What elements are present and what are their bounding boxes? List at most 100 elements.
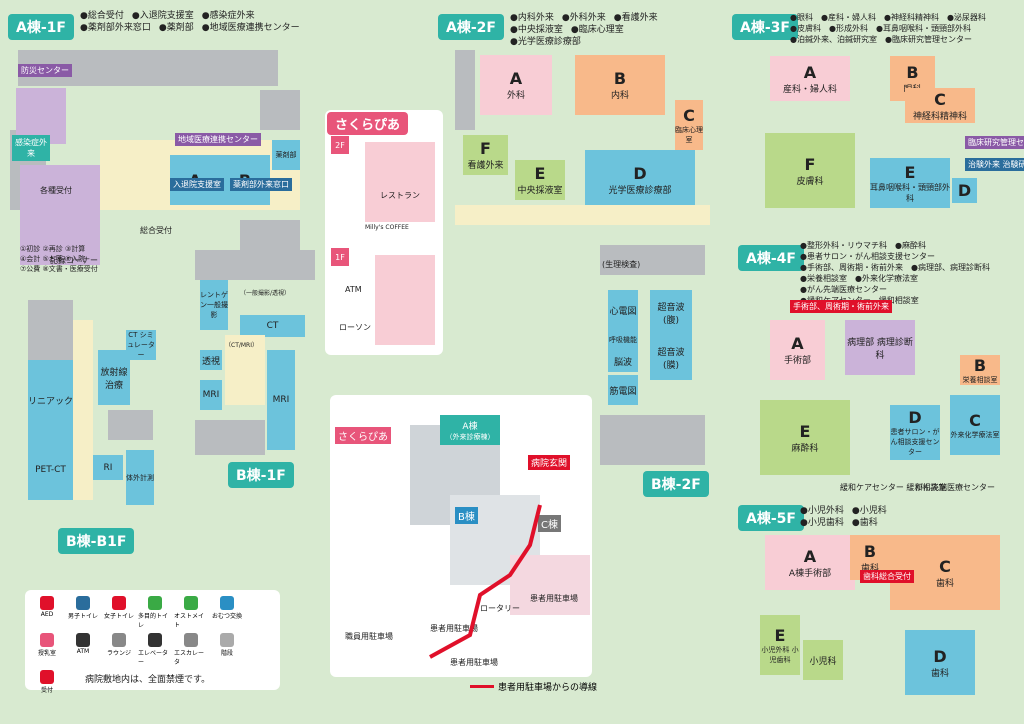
floor-tag-b1: B棟-1F <box>228 462 294 488</box>
room-kiroku: 記録コーナー <box>50 256 98 265</box>
dir-item: ●薬剤部 <box>158 23 194 33</box>
b1-ctmri-note: （CT/MRI） <box>225 342 258 349</box>
nosmoke-text: 病院敷地内は、全面禁煙です。 <box>85 675 211 685</box>
sakura-lawson: ローソン <box>339 323 371 332</box>
legend-stairs: 階段 <box>210 633 244 666</box>
sakura-rest: レストラン <box>380 191 420 200</box>
dir-item: ●内科外来 <box>510 13 554 23</box>
legend-elevator: エレベーター <box>138 633 172 666</box>
floor-tag-a4: A棟-4F <box>738 245 804 271</box>
room-echo1: 超音波(腹) <box>650 290 692 335</box>
room-a5-D: D <box>933 646 947 666</box>
room-a3-A: A <box>803 62 817 82</box>
room-ctsim: CT シミュレーター <box>126 330 156 360</box>
sakura-floor1: 1F <box>331 248 349 266</box>
room-a2-D-name: 光学医療診療部 <box>608 186 672 196</box>
dir-item: ●入退院支援室 <box>131 11 194 21</box>
a3-center: 臨床研究管理センター <box>965 136 1024 149</box>
room-sogo: 総合受付 <box>140 226 172 235</box>
room-a2-F-name: 看護外来 <box>467 161 504 171</box>
b2-floor-plan: (生理検査) 心電図 呼吸機能 脳波 筋電図 超音波(腹) 超音波(膜) <box>600 245 705 465</box>
ov-parking3: 患者用駐車場 <box>450 658 498 667</box>
floor-tag-bb1: B棟-B1F <box>58 528 135 554</box>
legend-diaper: おむつ交換 <box>210 596 244 629</box>
room-xray: レントゲン一般撮影 <box>200 280 228 330</box>
room-a5-B-name: 歯科 <box>860 563 879 574</box>
dir-item: ●中央採液室 <box>510 25 563 35</box>
b1-ippan-note: （一般撮影/透視） <box>240 290 291 297</box>
room-a5-A-name: A棟手術部 <box>788 568 832 579</box>
overview-map: A棟（外来診療棟） さくらぴあ B棟 C棟 病院玄関 患者用駐車場 ロータリー … <box>330 395 592 677</box>
a2-directory: ●内科外来●外科外来●看護外来 ●中央採液室●臨床心理室●光学医療診療部 <box>510 12 710 48</box>
room-a2-B-name: 内科 <box>610 91 629 101</box>
room-a3-C-name: 神経科精神科 <box>912 111 967 122</box>
floor-tag-a5: A棟-5F <box>738 505 804 531</box>
floor-tag-a2: A棟-2F <box>438 14 504 40</box>
a1-note-2: ④会計 ⑤お薬 ⑥入院 <box>20 255 86 263</box>
room-a2-A-name: 外科 <box>506 91 525 101</box>
b2-seiri: (生理検査) <box>602 260 641 269</box>
room-a3-F: F <box>804 154 816 174</box>
room-kansen: 感染症外来 <box>12 135 50 161</box>
legend-female: 女子トイレ <box>102 596 136 629</box>
room-a3-E-name: 耳鼻咽喉科・頭頸部外科 <box>870 182 950 203</box>
room-a3-E: E <box>904 162 916 182</box>
legend-grid: AED 男子トイレ 女子トイレ 多目的トイレ オストメイト おむつ交換 授乳室 … <box>25 590 280 700</box>
route-legend-line <box>470 685 494 688</box>
legend-escalator: エスカレータ <box>174 633 208 666</box>
dir-item: ●臨床心理室 <box>570 25 624 35</box>
room-nyutaiin: 入退院支援室 <box>170 178 224 191</box>
room-a2-A: A <box>509 69 523 88</box>
room-a2-E: E <box>534 164 546 183</box>
room-bosai: 防災センター <box>18 64 72 77</box>
room-linac: リニアック <box>28 360 73 440</box>
room-a5-D-name: 歯科 <box>930 668 949 679</box>
room-a4-E: E <box>799 421 811 441</box>
sakura-atm: ATM <box>345 285 362 294</box>
ov-sakura: さくらぴあ <box>335 427 391 444</box>
sakura-floor2: 2F <box>331 136 349 154</box>
a4-gan: がん先端医療センター <box>915 483 995 492</box>
room-kokyu: 呼吸機能 <box>608 330 638 350</box>
a1-note-1: ①初診 ②再診 ③計算 <box>20 245 86 253</box>
a3-directory: ●眼科●産科・婦人科●神経科精神科●泌尿器科 ●皮膚科●形成外科●耳鼻咽喉科・頭… <box>790 13 986 44</box>
route-legend: 患者用駐車場からの導線 <box>470 680 597 693</box>
room-a5-C-name: 歯科 <box>935 578 954 589</box>
bb1-floor-plan: リニアック PET-CT 放射線治療 RI 体外計測 CT シミュレーター <box>28 290 158 520</box>
a5-uketsuke: 歯科総合受付 <box>860 570 914 583</box>
room-a5-B: B <box>863 541 877 561</box>
room-a5-E: E <box>774 625 786 645</box>
legend-nursing: 授乳室 <box>30 633 64 666</box>
room-a4-A: A <box>791 334 804 353</box>
a1-note-3: ⑦公費 ⑧文書・医療受付 <box>20 265 98 273</box>
b1-floor-plan: レントゲン一般撮影 CT 透視 MRI MRI （一般撮影/透視） （CT/MR… <box>195 250 315 460</box>
legend-atm: ATM <box>66 633 100 666</box>
sakura-title: さくらぴあ <box>327 112 409 135</box>
floor-tag-a1: A棟-1F <box>8 14 74 40</box>
ov-entrance: 病院玄関 <box>528 455 571 470</box>
a1-floor-plan: 防災センター 感染症外来 各種受付 A B 地域医療連携センター 入退院支援室 … <box>10 40 310 280</box>
a4-directory: ●整形外科・リウマチ科●麻酔科 ●患者サロン・がん相談支援センター ●手術部、周… <box>800 241 990 305</box>
room-a4-B-name: 栄養相談室 <box>962 375 998 384</box>
room-yakuzai: 薬剤部外来窓口 <box>230 178 292 191</box>
room-a3-F2: 皮膚科 <box>796 176 824 187</box>
room-nouha: 脳波 <box>608 350 638 372</box>
a1-directory: ●総合受付●入退院支援室●感染症外来 ●薬剤部外来窓口●薬剤部●地域医療連携セン… <box>80 10 320 34</box>
sakura-panel: さくらぴあ 2F レストラン Milly's COFFEE 1F ローソン AT… <box>325 110 443 355</box>
ov-parking2: 患者用駐車場 <box>430 624 478 633</box>
room-a4-A-name: 手術部 <box>783 356 811 366</box>
room-a4-D-name: 患者サロン・がん相談支援センター <box>890 428 940 456</box>
room-a4-C-name: 外来化学療法室 <box>950 430 1000 439</box>
route-legend-text: 患者用駐車場からの導線 <box>498 683 598 693</box>
a4-kanwa: 緩和ケアセンター 緩和相談室 <box>840 483 947 492</box>
room-ri: RI <box>93 455 123 480</box>
room-a2-D: D <box>633 164 647 183</box>
legend-lounge: ラウンジ <box>102 633 136 666</box>
room-a2-E-name: 中央採液室 <box>517 186 563 196</box>
room-a2-B: B <box>613 69 627 88</box>
floor-tag-a3: A棟-3F <box>732 14 798 40</box>
room-echo2: 超音波(膜) <box>650 335 692 380</box>
ov-b: B棟 <box>455 507 478 524</box>
sakura-cafe: Milly's COFFEE <box>365 224 409 231</box>
